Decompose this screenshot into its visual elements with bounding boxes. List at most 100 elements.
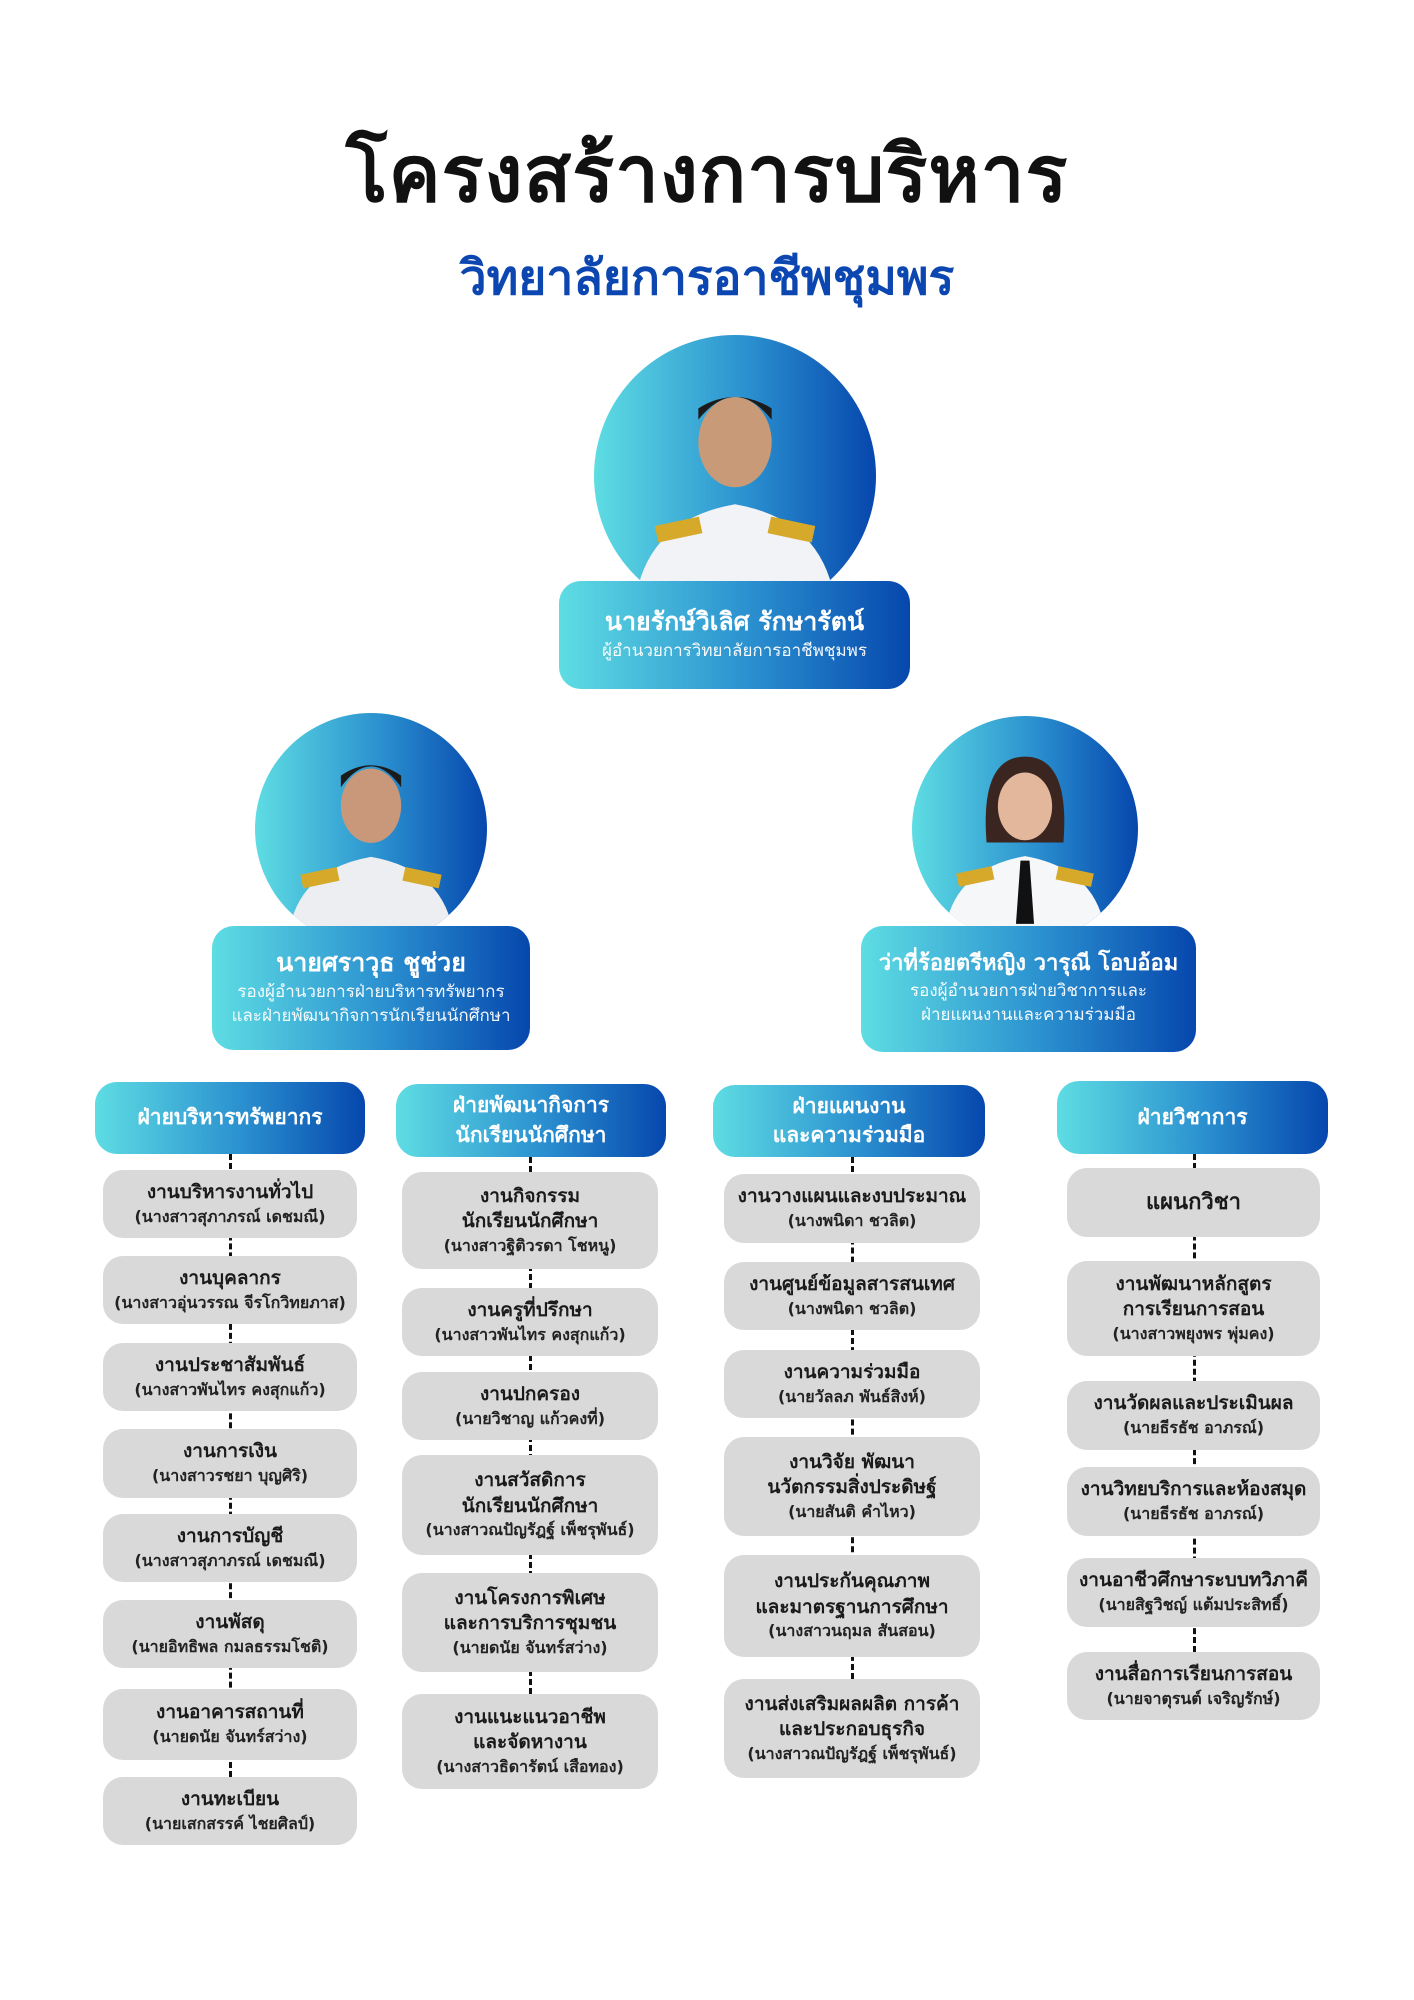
unit-title: งานประชาสัมพันธ์: [154, 1353, 306, 1376]
unit-title: งานความร่วมมือ: [783, 1360, 921, 1383]
unit-person: (นายสิฐวิชญ์ แต้มประสิทธิ์): [1098, 1595, 1289, 1615]
unit-title: งานอาคารสถานที่: [156, 1701, 304, 1724]
unit-title: งานบุคลากร: [179, 1266, 281, 1289]
unit-title: การเรียนการสอน: [1122, 1298, 1265, 1321]
unit-box: งานวิจัย พัฒนานวัตกรรมสิ่งประดิษฐ์(นายสั…: [724, 1437, 980, 1536]
unit-person: (นายดนัย จันทร์สว่าง): [452, 1637, 608, 1657]
unit-title: งานครูที่ปรึกษา: [467, 1298, 593, 1321]
unit-title: งานอาชีวศึกษาระบบทวิภาคี: [1079, 1569, 1308, 1592]
unit-box: งานสวัสดิการนักเรียนนักศึกษา(นางสาวณปัญร…: [402, 1455, 658, 1555]
unit-person: (นางสาวพยุงพร พุ่มคง): [1112, 1323, 1275, 1343]
unit-box: งานทะเบียน (นายเสกสรรค์ ไชยศิลป์): [103, 1777, 357, 1845]
unit-title: นักเรียนนักศึกษา: [461, 1494, 599, 1517]
unit-person: (นางสาวฐิติวรดา โชหนู): [443, 1235, 617, 1255]
unit-title: งานส่งเสริมผลผลิต การค้า: [744, 1692, 960, 1715]
unit-title: งานวิทยบริการและห้องสมุด: [1080, 1478, 1307, 1501]
unit-box: งานการเงิน (นางสาวรชยา บุญศิริ): [103, 1429, 357, 1498]
unit-box: งานพัฒนาหลักสูตรการเรียนการสอน(นางสาวพยุ…: [1067, 1261, 1320, 1356]
unit-person: (นายธีรธัช อาภรณ์): [1122, 1418, 1265, 1438]
unit-title: งานการบัญชี: [176, 1524, 284, 1547]
department-title-line: นักเรียนนักศึกษา: [455, 1122, 607, 1147]
unit-box: งานวางแผนและงบประมาณ (นางพนิดา ชวลิต): [724, 1174, 980, 1243]
unit-box: งานอาคารสถานที่ (นายดนัย จันทร์สว่าง): [103, 1689, 357, 1760]
department-header: ฝ่ายวิชาการ: [1057, 1081, 1328, 1154]
unit-person: (นางสาวรชยา บุญศิริ): [151, 1466, 308, 1486]
unit-person: (นางสาวพันไทร คงสุกแก้ว): [434, 1324, 626, 1344]
unit-box: งานบุคลากร (นางสาวอุ่นวรรณ จีรโกวิทยภาส): [103, 1256, 357, 1324]
unit-title: และมาตรฐานการศึกษา: [755, 1595, 949, 1618]
unit-title: นวัตกรรมสิ่งประดิษฐ์: [767, 1476, 937, 1499]
unit-person: (นางสาวสุภาภรณ์ เดชมณี): [134, 1206, 326, 1226]
unit-title: งานสวัสดิการ: [474, 1469, 586, 1492]
page-title: โครงสร้างการบริหาร: [345, 130, 1069, 220]
unit-box: งานปกครอง (นายวิชาญ แก้วคงที่): [402, 1372, 658, 1440]
unit-person: (นายวัลลภ พันธ์สิงห์): [777, 1386, 926, 1406]
person-avatar-icon: [633, 397, 837, 617]
unit-box: แผนกวิชา: [1067, 1168, 1320, 1237]
department-header: ฝ่ายบริหารทรัพยากร: [95, 1082, 365, 1154]
unit-person: (นายวิชาญ แก้วคงที่): [455, 1408, 605, 1428]
unit-box: งานประกันคุณภาพและมาตรฐานการศึกษา (นางสาว…: [724, 1555, 980, 1657]
unit-box: งานประชาสัมพันธ์(นางสาวพันไทร คงสุกแก้ว): [103, 1343, 357, 1411]
unit-title: งานวางแผนและงบประมาณ: [737, 1185, 967, 1208]
director-role: ผู้อำนวยการวิทยาลัยการอาชีพชุมพร: [601, 640, 867, 661]
unit-box: งานพัสดุ (นายอิทธิพล กมลธรรมโชติ): [103, 1600, 357, 1668]
department-title-line: ฝ่ายแผนงาน: [792, 1093, 906, 1118]
unit-box: งานอาชีวศึกษาระบบทวิภาคี (นายสิฐวิชญ์ แต้…: [1067, 1558, 1320, 1627]
unit-person: (นายธีรธัช อาภรณ์): [1122, 1504, 1265, 1524]
unit-person: (นายเสกสรรค์ ไชยศิลป์): [144, 1813, 316, 1833]
unit-title: และการบริการชุมชน: [443, 1612, 617, 1635]
unit-box: งานบริหารงานทั่วไป(นางสาวสุภาภรณ์ เดชมณี…: [103, 1170, 357, 1238]
deputy-role-line: ฝ่ายแผนงานและความร่วมมือ: [921, 1005, 1136, 1026]
unit-title: แผนกวิชา: [1145, 1189, 1242, 1215]
unit-title: งานปกครอง: [479, 1382, 581, 1405]
unit-box: งานการบัญชี(นางสาวสุภาภรณ์ เดชมณี): [103, 1514, 357, 1582]
unit-title: งานทะเบียน: [180, 1787, 280, 1810]
deputy-role-line: รองผู้อำนวยการฝ่ายวิชาการและ: [909, 980, 1148, 1001]
unit-box: งานแนะแนวอาชีพและจัดหางาน(นางสาวธิดารัตน…: [402, 1694, 658, 1789]
unit-box: งานสื่อการเรียนการสอน (นายจาตุรนต์ เจริญร…: [1067, 1652, 1320, 1720]
unit-box: งานโครงการพิเศษและการบริการชุมชน(นายดนัย…: [402, 1573, 658, 1672]
unit-person: (นางสาวอุ่นวรรณ จีรโกวิทยภาส): [114, 1292, 346, 1312]
deputy-photo: [255, 713, 487, 945]
deputy-name: ว่าที่ร้อยตรีหญิง วารุณี โอบอ้อม: [878, 951, 1179, 977]
unit-title: งานศูนย์ข้อมูลสารสนเทศ: [749, 1272, 955, 1295]
deputy-photo: [912, 716, 1138, 942]
deputy-name: นายศราวุธ ชูช่วย: [276, 948, 466, 978]
unit-title: งานแนะแนวอาชีพ: [454, 1705, 606, 1728]
unit-box: งานวัดผลและประเมินผล (นายธีรธัช อาภรณ์): [1067, 1381, 1320, 1450]
unit-title: นักเรียนนักศึกษา: [461, 1210, 599, 1233]
department-title-line: ฝ่ายวิชาการ: [1137, 1104, 1248, 1129]
unit-box: งานวิทยบริการและห้องสมุด (นายธีรธัช อาภรณ…: [1067, 1467, 1320, 1536]
unit-person: (นางพนิดา ชวลิต): [787, 1298, 917, 1318]
unit-person: (นางสาวณปัญรัฎฐ์ เพ็ชรุพันธ์): [747, 1743, 957, 1763]
unit-person: (นายดนัย จันทร์สว่าง): [152, 1727, 308, 1747]
college-subtitle: วิทยาลัยการอาชีพชุมพร: [459, 250, 955, 306]
department-title-line: และความร่วมมือ: [772, 1123, 926, 1147]
unit-person: (นางสาวนฤมล สันสอน): [768, 1621, 936, 1641]
unit-box: งานครูที่ปรึกษา (นางสาวพันไทร คงสุกแก้ว): [402, 1288, 658, 1356]
unit-title: และประกอบธุรกิจ: [779, 1718, 925, 1741]
unit-person: (นายอิทธิพล กมลธรรมโชติ): [131, 1636, 329, 1656]
unit-title: งานสื่อการเรียนการสอน: [1094, 1662, 1293, 1685]
unit-title: งานกิจกรรม: [479, 1184, 580, 1207]
unit-person: (นายจาตุรนต์ เจริญรักษ์): [1106, 1688, 1281, 1708]
unit-title: งานวัดผลและประเมินผล: [1093, 1392, 1294, 1415]
unit-title: งานพัสดุ: [195, 1610, 265, 1633]
connector-line: [851, 1157, 854, 1679]
unit-title: และจัดหางาน: [473, 1731, 587, 1754]
person-avatar-icon: [943, 756, 1107, 942]
deputy-role-line: และฝ่ายพัฒนากิจการนักเรียนนักศึกษา: [231, 1006, 511, 1027]
director-photo: [594, 335, 876, 617]
unit-title: งานประกันคุณภาพ: [774, 1570, 930, 1593]
unit-person: (นางสาวธิดารัตน์ เสือทอง): [436, 1756, 624, 1776]
unit-person: (นางพนิดา ชวลิต): [787, 1211, 917, 1231]
unit-person: (นายสันติ คำไหว): [788, 1501, 916, 1521]
deputy-card: นายศราวุธ ชูช่วย รองผู้อำนวยการฝ่ายบริหา…: [212, 926, 530, 1050]
person-avatar-icon: [287, 765, 455, 945]
unit-title: งานการเงิน: [182, 1440, 278, 1463]
unit-title: งานวิจัย พัฒนา: [789, 1450, 915, 1473]
unit-box: งานความร่วมมือ (นายวัลลภ พันธ์สิงห์): [724, 1350, 980, 1418]
unit-box: งานศูนย์ข้อมูลสารสนเทศ (นางพนิดา ชวลิต): [724, 1262, 980, 1330]
department-header: ฝ่ายแผนงานและความร่วมมือ: [713, 1085, 985, 1157]
